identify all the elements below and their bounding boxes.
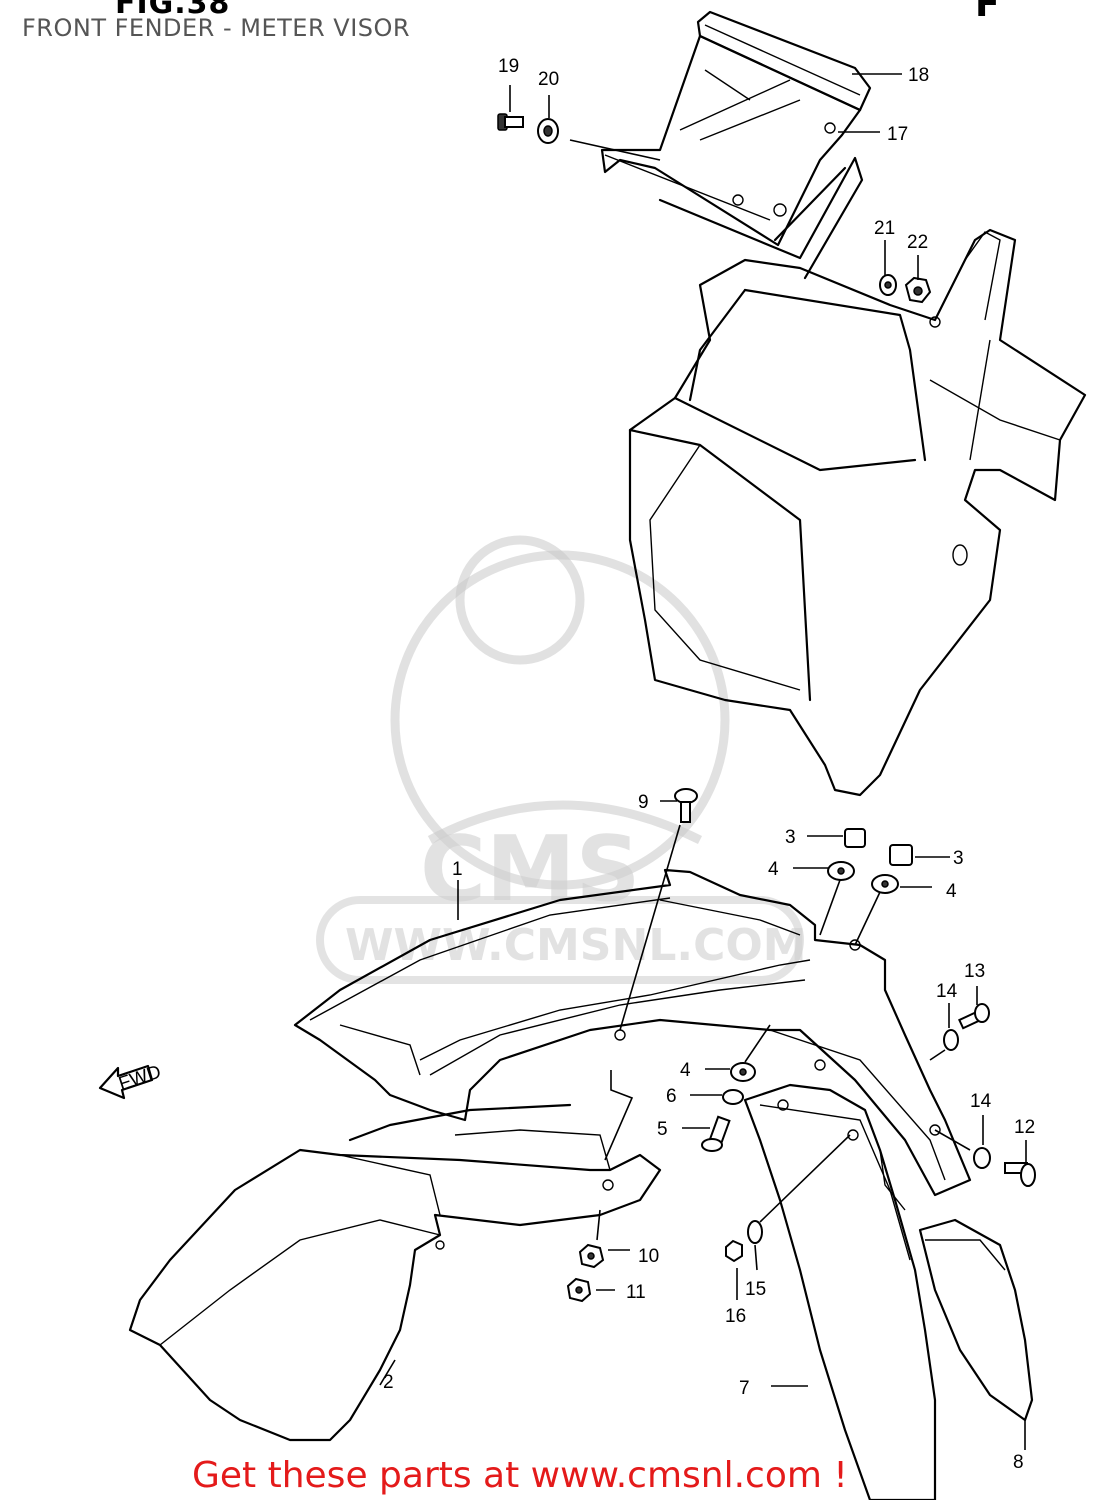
callout-6: 6 (666, 1086, 677, 1107)
part-18-visor-trim (696, 10, 872, 112)
part-16-nut (725, 1239, 743, 1263)
callout-12: 12 (1014, 1117, 1035, 1138)
callout-3-left: 3 (785, 827, 796, 848)
callout-3-right: 3 (953, 848, 964, 869)
part-14-washer-1 (943, 1029, 959, 1051)
part-6-washer (722, 1089, 744, 1105)
callout-14-lower: 14 (970, 1091, 992, 1112)
part-7-bolt (674, 788, 698, 823)
leader-lines (379, 73, 1027, 1450)
part-4-grommet-3 (730, 1062, 756, 1082)
part-13-bolt (958, 1003, 990, 1030)
part-19-bolt (497, 113, 524, 131)
callout-4-lower: 4 (680, 1060, 691, 1081)
part-5-bolt (701, 1115, 731, 1152)
part-3-spacer-left (844, 828, 866, 848)
callout-19: 19 (498, 56, 519, 77)
callout-17: 17 (887, 124, 908, 145)
fwd-arrow-label: FWD (116, 1062, 164, 1095)
callout-10: 7 (739, 1378, 750, 1399)
headlight-housing (628, 228, 1087, 797)
callout-20: 20 (538, 69, 559, 90)
forward-direction-arrow: FWD (98, 1062, 164, 1100)
callout-2: 2 (383, 1372, 394, 1393)
part-12-bolt (1004, 1162, 1036, 1187)
callout-22: 22 (907, 232, 928, 253)
callout-21: 21 (874, 218, 895, 239)
figure-number: FIG.38 (115, 0, 231, 21)
part-20-grommet (537, 118, 559, 144)
figure-letter: F (975, 0, 1000, 25)
callout-1: 1 (452, 859, 463, 880)
part-15-washer (747, 1220, 763, 1244)
callout-16: 16 (725, 1306, 746, 1327)
callout-11: 8 (1013, 1452, 1024, 1473)
callout-7: 9 (638, 792, 649, 813)
part-2-front-fender (128, 1103, 662, 1442)
callout-8: 10 (638, 1246, 659, 1267)
part-8-nut (578, 1243, 605, 1269)
callout-4-upper-left: 4 (768, 859, 779, 880)
part-11-fork-guard (918, 1218, 1034, 1422)
meter-bracket (658, 156, 864, 280)
callout-13: 13 (964, 961, 985, 982)
part-10-fork-guard (743, 1083, 937, 1500)
part-17-meter-visor (600, 34, 862, 247)
part-9-nut (566, 1277, 592, 1303)
callout-5: 5 (657, 1119, 668, 1140)
part-4-grommet-2 (871, 874, 899, 894)
part-4-grommet-1 (827, 861, 855, 881)
callout-labels: 18 17 19 20 21 22 9 3 3 4 4 1 4 6 5 10 1… (383, 56, 1035, 1473)
callout-18: 18 (908, 65, 929, 86)
callout-4-upper-right: 4 (946, 881, 957, 902)
part-14-washer-2 (973, 1147, 991, 1169)
footer-promo-link[interactable]: Get these parts at www.cmsnl.com ! (192, 1455, 848, 1496)
callout-15: 15 (745, 1279, 766, 1300)
callout-9: 11 (626, 1282, 646, 1303)
part-22-nut (904, 276, 932, 304)
hardware-fasteners (497, 113, 1036, 1303)
callout-14-upper: 14 (936, 981, 958, 1002)
diagram-title: FRONT FENDER - METER VISOR (22, 14, 411, 42)
part-1-fender-shroud (293, 868, 972, 1197)
part-21-washer (879, 274, 897, 296)
watermark-logo: CMS WWW.CMSNL.COM (316, 535, 807, 984)
watermark-logo-text: CMS (420, 817, 640, 922)
part-3-spacer-right (889, 844, 913, 866)
